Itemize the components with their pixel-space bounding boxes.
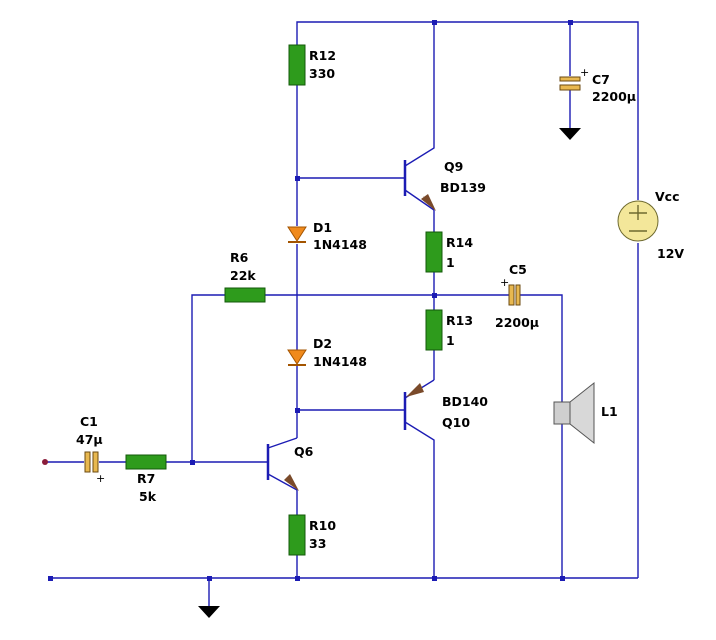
r7-name-label: R7	[137, 471, 155, 486]
capacitor-c5	[508, 284, 521, 306]
transistor-q9	[403, 160, 436, 211]
capacitor-c7	[559, 76, 581, 91]
r12-value-label: 330	[309, 66, 335, 81]
vcc-name-label: Vcc	[655, 189, 680, 204]
r10-value-label: 33	[309, 536, 326, 551]
c7-value-label: 2200μ	[592, 89, 636, 104]
r14-name-label: R14	[446, 235, 473, 250]
ground-icon	[559, 128, 581, 140]
c1-name-label: C1	[80, 414, 98, 429]
junction-node	[432, 293, 437, 298]
junction-node	[295, 408, 300, 413]
r14-value-label: 1	[446, 255, 455, 270]
q10-name-label: Q10	[442, 415, 470, 430]
q6-collector-wire	[267, 437, 298, 449]
junction-node	[432, 20, 437, 25]
q9-name-label: Q9	[444, 159, 463, 174]
voltage-source-vcc	[617, 200, 659, 242]
resistor-r10	[288, 514, 306, 556]
c7-plus-mark: +	[580, 66, 589, 79]
resistor-r14	[425, 231, 443, 273]
wires	[45, 21, 639, 606]
r7-value-label: 5k	[139, 489, 157, 504]
d2-name-label: D2	[313, 336, 332, 351]
resistor-r13	[425, 309, 443, 351]
resistor-r12	[288, 44, 306, 86]
r10-name-label: R10	[309, 518, 336, 533]
junction-node	[48, 576, 53, 581]
c5-plus-mark: +	[500, 276, 509, 289]
junction-node	[560, 576, 565, 581]
resistor-r6	[224, 287, 266, 303]
transistor-q6	[266, 444, 299, 491]
top-rail-wire	[296, 21, 639, 200]
c1-value-label: 47μ	[76, 432, 103, 447]
c5-speaker-wire	[519, 294, 563, 404]
r13-value-label: 1	[446, 333, 455, 348]
junction-node	[432, 576, 437, 581]
q10-collector-wire	[404, 421, 435, 578]
vcc-value-label: 12V	[657, 246, 684, 261]
input-terminal	[42, 459, 48, 465]
c7-name-label: C7	[592, 72, 610, 87]
junction-node	[295, 176, 300, 181]
d1-name-label: D1	[313, 220, 332, 235]
capacitor-c1	[84, 451, 99, 473]
transistor-q10	[403, 379, 435, 430]
ground-icon	[198, 606, 220, 618]
junction-node	[207, 576, 212, 581]
speaker-l1	[553, 381, 595, 445]
r6-value-label: 22k	[230, 268, 256, 283]
c1-plus-mark: +	[96, 472, 105, 485]
junction-node	[568, 20, 573, 25]
d2-value-label: 1N4148	[313, 354, 367, 369]
diode-d2	[287, 349, 307, 366]
d1-value-label: 1N4148	[313, 237, 367, 252]
c5-value-label: 2200μ	[495, 315, 539, 330]
diode-d1	[287, 226, 307, 243]
q6-name-label: Q6	[294, 444, 314, 459]
r13-name-label: R13	[446, 313, 473, 328]
junction-node	[295, 576, 300, 581]
q9-value-label: BD139	[440, 180, 486, 195]
resistor-r7	[125, 454, 167, 470]
r6-left-wire	[191, 294, 225, 462]
c5-name-label: C5	[509, 262, 527, 277]
junctions	[42, 20, 573, 581]
r12-name-label: R12	[309, 48, 336, 63]
l1-name-label: L1	[601, 404, 618, 419]
r6-name-label: R6	[230, 250, 249, 265]
q10-value-label: BD140	[442, 394, 488, 409]
q9-collector-wire	[404, 22, 435, 167]
junction-node	[190, 460, 195, 465]
